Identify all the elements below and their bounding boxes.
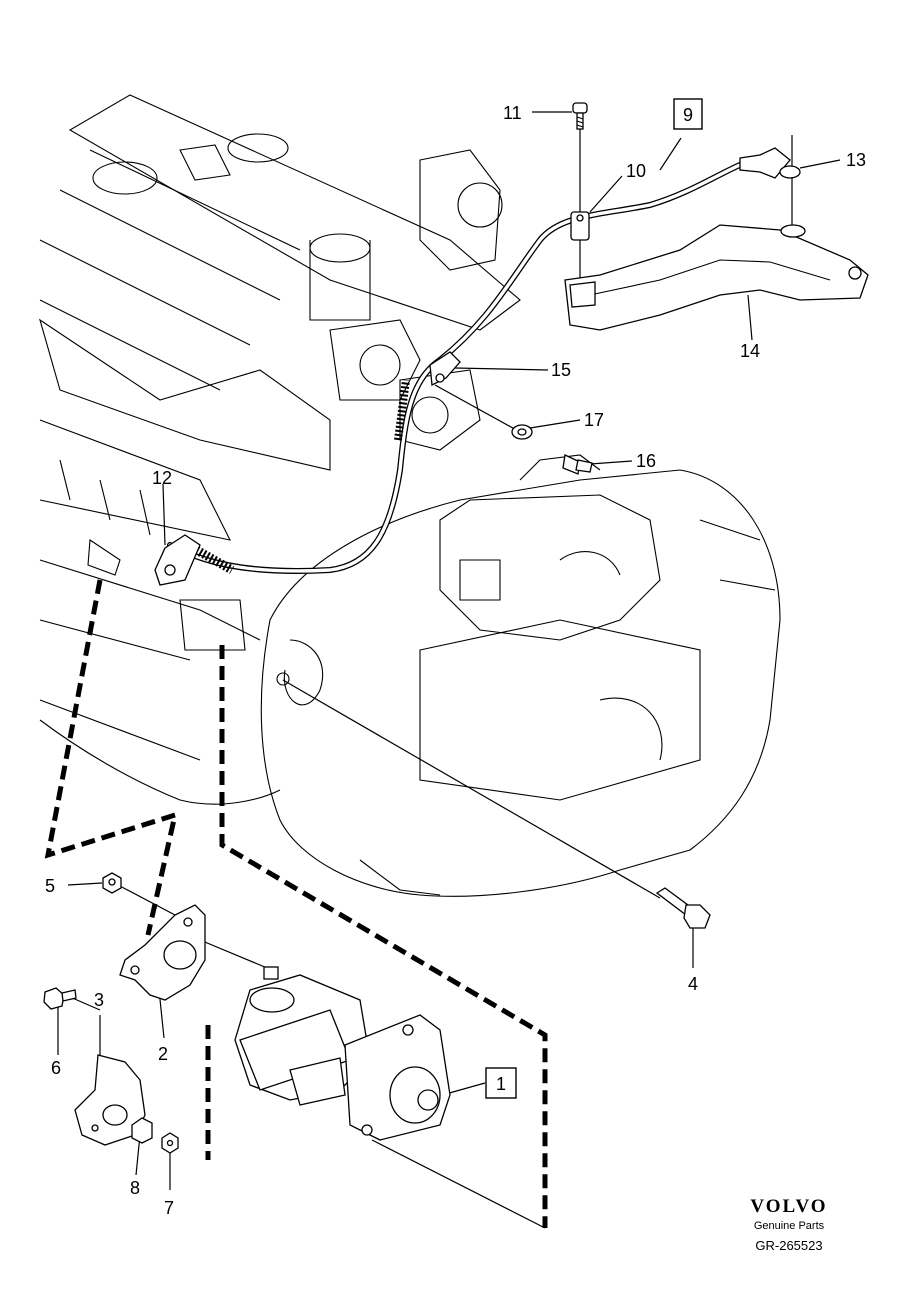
boxed-callout-1: 1 [485,1067,517,1099]
callout-16: 16 [636,451,656,471]
callout-5: 5 [45,876,55,896]
callout-8: 8 [130,1178,140,1198]
callout-9: 9 [683,105,693,125]
nut-8 [131,1117,153,1144]
callout-labels: 11 10 13 14 15 17 16 12 4 5 3 6 2 8 7 [45,103,866,1218]
callout-14: 14 [740,341,760,361]
callout-17: 17 [584,410,604,430]
reference-code: GR-265523 [755,1238,823,1253]
callout-2: 2 [158,1044,168,1064]
engine-block-drawing [39,94,521,805]
starter-group-outline [219,645,548,1228]
clip-10 [570,211,590,241]
callout-12: 12 [152,468,172,488]
callout-1: 1 [496,1074,506,1094]
callout-7: 7 [164,1198,174,1218]
mount-group-outline [44,579,179,936]
sensor-bracket-12 [154,534,201,586]
callout-11: 11 [503,103,522,123]
nut-5 [102,872,122,894]
brand-block: VOLVO Genuine Parts [734,1196,844,1232]
callout-10: 10 [626,161,646,181]
bracket-3 [74,1054,146,1146]
transmission-housing [260,454,781,897]
bracket-plate-2 [119,904,206,1001]
callout-4: 4 [688,974,698,994]
washer-17 [511,424,533,440]
clamp-15 [429,351,461,387]
nut-7 [161,1132,179,1154]
callout-6: 6 [51,1058,61,1078]
callout-3: 3 [94,990,104,1010]
leader-lines [57,111,841,1229]
starter-motor-1 [234,966,451,1141]
bolt-4 [655,887,711,929]
bolt-16 [562,454,593,475]
mounting-bracket-14 [564,224,869,331]
holder-13 [779,165,801,179]
sensor-cable [167,147,791,574]
boxed-callout-9: 9 [673,98,703,130]
brand-tagline: Genuine Parts [753,1220,825,1232]
bolt-6 [43,987,77,1010]
callout-15: 15 [551,360,571,380]
screw-11 [572,102,588,130]
callout-13: 13 [846,150,866,170]
volvo-logo: VOLVO [750,1196,828,1217]
